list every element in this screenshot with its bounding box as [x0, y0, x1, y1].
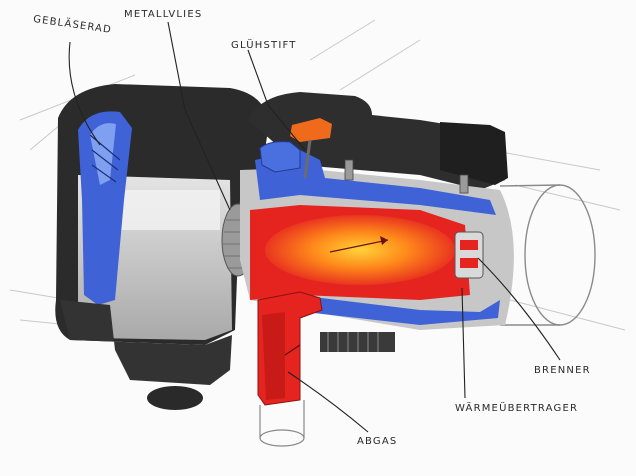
leader-lines — [68, 21, 561, 433]
threaded-fitting — [320, 332, 395, 352]
flame-core — [265, 215, 455, 285]
base-foot — [147, 386, 203, 410]
housing-base — [60, 300, 232, 385]
connector-box — [440, 122, 508, 185]
exhaust-tube-outline — [499, 184, 596, 326]
flame-arrow — [329, 239, 389, 253]
blower-body-highlight — [120, 190, 220, 230]
burner-head — [454, 231, 484, 279]
coolant-jacket-top — [255, 150, 496, 215]
glow-plug-cap — [290, 118, 332, 142]
coolant-inlet — [259, 141, 301, 173]
top-bolts — [344, 159, 469, 194]
label-gluehstift: Glühstift — [231, 40, 297, 51]
label-abgas: Abgas — [357, 436, 398, 447]
flame-arrow-head — [380, 236, 388, 245]
exhaust-pipe-shade — [262, 312, 285, 400]
glow-plug-rod — [303, 139, 312, 179]
exhaust-pipe-outline — [259, 400, 305, 447]
label-waermeuebertrager: Wärmeübertrager — [455, 403, 579, 414]
label-brenner: Brenner — [534, 365, 591, 376]
coolant-jacket-bottom — [305, 296, 500, 325]
fan-blades — [89, 134, 121, 183]
fan-wheel-blue — [78, 111, 132, 305]
label-metallvlies: Metallvlies — [124, 9, 203, 20]
fan-wheel-highlight — [90, 123, 116, 185]
exhaust-flow-arrow — [284, 344, 301, 356]
